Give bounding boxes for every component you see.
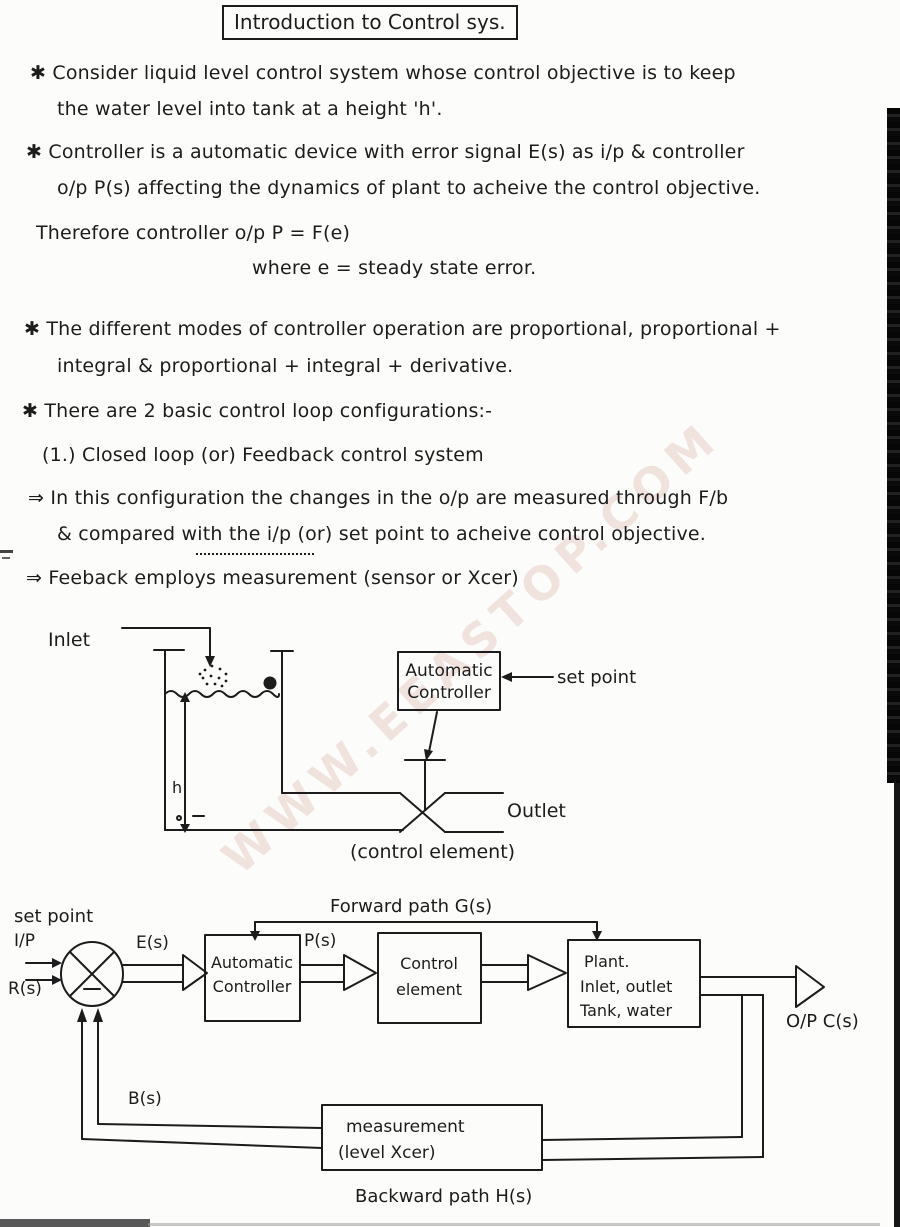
margin-mark xyxy=(2,557,10,559)
arrow-element-to-plant xyxy=(480,954,567,991)
float-ball xyxy=(263,676,277,690)
plant-box-line2: Inlet, outlet xyxy=(580,977,672,996)
automatic-controller-box: Automatic Controller xyxy=(204,934,301,1022)
note-line: ✱ Controller is a automatic device with … xyxy=(26,141,745,163)
p-signal-label: P(s) xyxy=(304,931,336,951)
input-label: I/P xyxy=(14,931,35,951)
note-line: ⇒ In this configuration the changes in t… xyxy=(28,487,729,509)
backward-path-label: Backward path H(s) xyxy=(355,1186,532,1207)
note-line: Therefore controller o/p P = F(e) xyxy=(36,222,351,244)
arrow-controller-to-element xyxy=(299,954,377,991)
note-line: the water level into tank at a height 'h… xyxy=(57,98,443,120)
output-arrow xyxy=(699,965,825,1008)
control-element-box: Control element xyxy=(377,932,482,1024)
controller-box-line1: Automatic xyxy=(211,953,293,972)
set-point-arrow xyxy=(501,672,554,682)
measurement-box-line1: measurement xyxy=(346,1117,465,1137)
scan-edge-dark-band xyxy=(887,108,900,783)
measurement-box-line2: (level Xcer) xyxy=(338,1143,436,1163)
plant-box: Plant. Inlet, outlet Tank, water xyxy=(567,939,701,1028)
note-line: o/p P(s) affecting the dynamics of plant… xyxy=(57,177,761,199)
plant-box-line1: Plant. xyxy=(584,952,629,971)
block-diagram: Forward path G(s) set point I/P R(s) E(s… xyxy=(8,896,859,1207)
note-line: ✱ Consider liquid level control system w… xyxy=(30,62,736,84)
note-line: ✱ There are 2 basic control loop configu… xyxy=(22,400,493,422)
feedback-path xyxy=(77,994,764,1161)
plant-box-line3: Tank, water xyxy=(579,1001,673,1020)
page-title: Introduction to Control sys. xyxy=(222,5,518,40)
note-line: integral & proportional + integral + der… xyxy=(57,355,514,377)
inlet-spray-dots xyxy=(198,664,228,688)
controller-box-line2: Controller xyxy=(407,683,491,703)
r-signal-label: R(s) xyxy=(8,979,42,999)
height-arrow xyxy=(176,692,205,833)
summing-junction xyxy=(60,941,124,1007)
set-point-label: set point xyxy=(14,906,93,927)
outlet-valve xyxy=(281,759,504,833)
scan-edge-thin-band xyxy=(894,783,900,1227)
outlet-label: Outlet xyxy=(507,800,566,822)
control-element-label: (control element) xyxy=(350,841,515,863)
tank-walls xyxy=(153,649,404,831)
set-point-label: set point xyxy=(557,667,636,688)
e-signal-label: E(s) xyxy=(136,933,169,953)
b-signal-label: B(s) xyxy=(128,1089,162,1109)
margin-mark xyxy=(0,550,13,553)
scan-bottom-line xyxy=(148,1223,880,1226)
control-box-line1: Control xyxy=(400,954,458,973)
input-arrows xyxy=(25,958,62,985)
output-label: O/P C(s) xyxy=(786,1011,859,1032)
forward-path-label: Forward path G(s) xyxy=(330,896,492,917)
water-surface-wave xyxy=(164,690,280,698)
controller-box-line2: Controller xyxy=(213,977,292,996)
note-line: ⇒ Feeback employs measurement (sensor or… xyxy=(26,567,519,589)
note-line: where e = steady state error. xyxy=(252,257,537,279)
tank-diagram: Inlet h xyxy=(48,627,636,863)
controller-to-valve-arrow xyxy=(424,711,438,761)
note-line: & compared with the i/p (or) set point t… xyxy=(57,523,707,545)
scan-bottom-smudge xyxy=(0,1219,150,1227)
controller-box: Automatic Controller xyxy=(397,651,501,711)
underline-squiggle xyxy=(196,549,314,555)
control-box-line2: element xyxy=(396,980,462,999)
measurement-box: measurement (level Xcer) xyxy=(321,1104,543,1171)
arrow-sum-to-controller xyxy=(122,954,208,991)
inlet-pipe-arrow xyxy=(121,627,215,667)
controller-box-line1: Automatic xyxy=(405,661,492,681)
note-line: ✱ The different modes of controller oper… xyxy=(24,318,781,340)
forward-path-line xyxy=(250,921,602,941)
note-line: (1.) Closed loop (or) Feedback control s… xyxy=(42,444,484,466)
inlet-label: Inlet xyxy=(48,629,90,651)
height-label: h xyxy=(172,778,182,797)
